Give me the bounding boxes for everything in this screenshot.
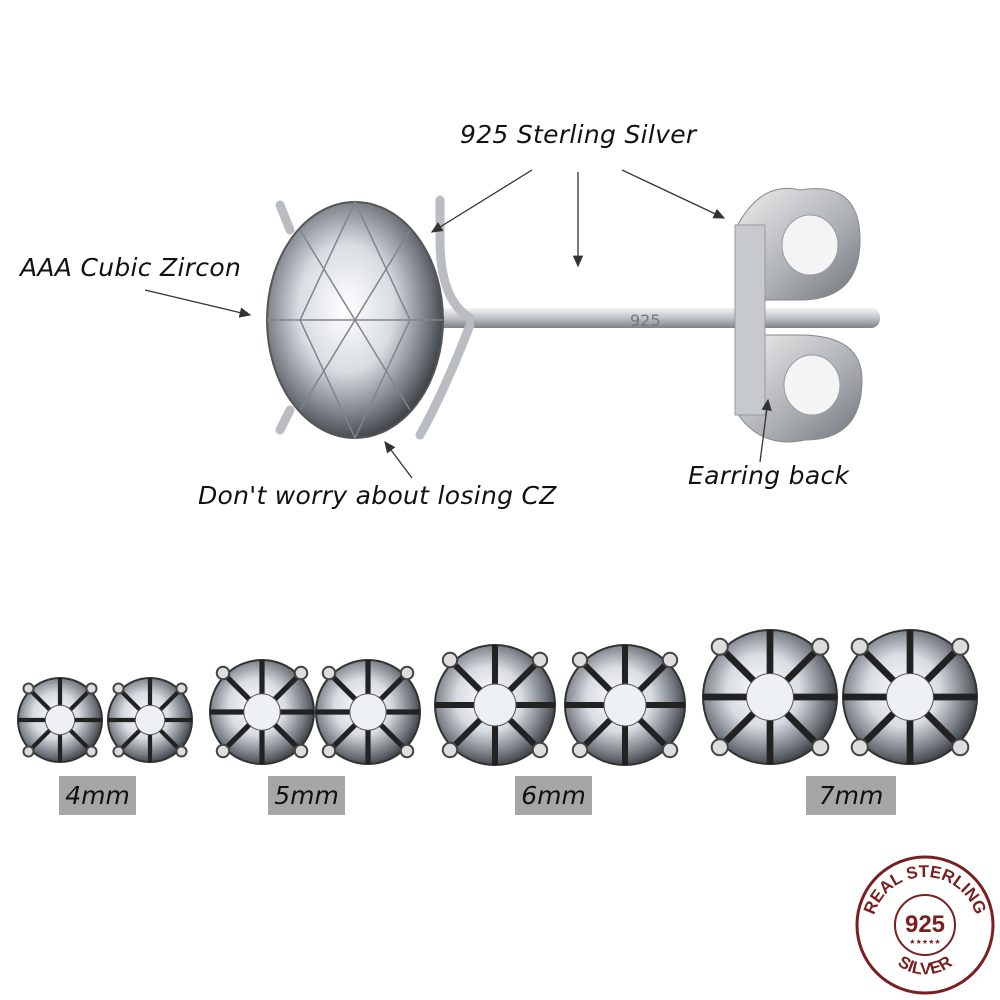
real-sterling-silver-seal: REAL STERLING SILVER 925 ★★★★★ <box>855 855 995 995</box>
size-label-4mm: 4mm <box>59 776 136 815</box>
size-gem <box>107 677 193 763</box>
size-gem <box>842 629 978 765</box>
callout-stone: AAA Cubic Zircon <box>20 253 242 282</box>
earring-post <box>430 308 880 328</box>
size-gem <box>434 644 556 766</box>
callout-arrows <box>144 169 772 479</box>
cubic-zircon-stone <box>266 200 444 440</box>
svg-text:REAL STERLING: REAL STERLING <box>860 862 990 917</box>
size-gem <box>17 677 103 763</box>
svg-text:SILVER: SILVER <box>895 952 955 978</box>
size-gem <box>702 629 838 765</box>
seal-925: 925 <box>905 911 945 938</box>
size-gem <box>315 659 421 765</box>
size-gems <box>17 629 978 766</box>
size-gem <box>209 659 315 765</box>
post-stamp: 925 <box>630 311 661 330</box>
seal-stars: ★★★★★ <box>909 938 940 946</box>
callout-material: 925 Sterling Silver <box>460 120 697 149</box>
callout-setting: Don't worry about losing CZ <box>198 481 557 510</box>
size-label-6mm: 6mm <box>515 776 592 815</box>
size-label-7mm: 7mm <box>806 776 896 815</box>
size-gem <box>564 644 686 766</box>
callout-back: Earring back <box>688 461 850 490</box>
earring-back <box>734 187 863 443</box>
size-label-5mm: 5mm <box>268 776 345 815</box>
prong-setting <box>275 195 475 440</box>
